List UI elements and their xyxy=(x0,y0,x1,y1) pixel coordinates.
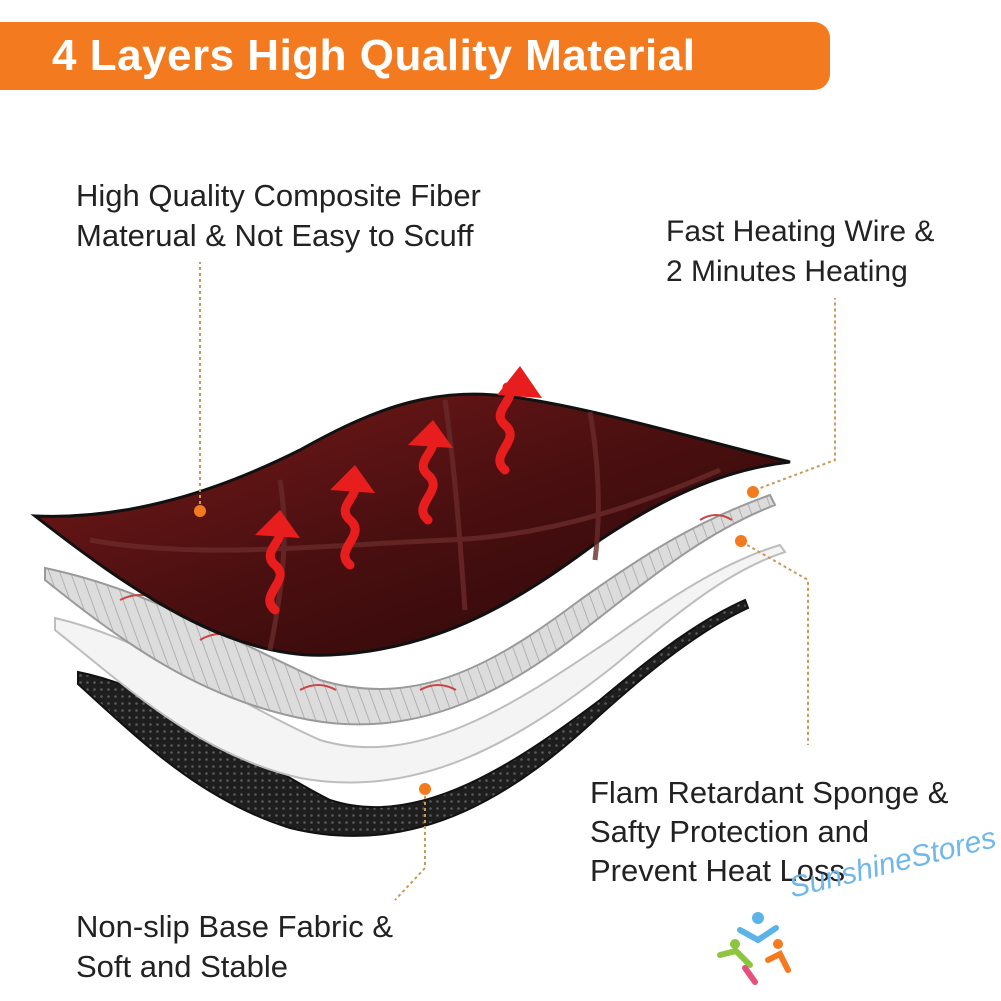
callout-line: Materual & Not Easy to Scuff xyxy=(76,218,474,253)
sunshine-people-logo-icon xyxy=(717,912,791,985)
callout-line: Safty Protection and xyxy=(590,814,870,849)
top-fiber-layer xyxy=(30,392,791,657)
callout-line: 2 Minutes Heating xyxy=(666,255,908,288)
callout-line: Prevent Heat Loss xyxy=(590,853,846,888)
callout-line: High Quality Composite Fiber xyxy=(76,178,481,213)
callout-heating-wire: Fast Heating Wire & 2 Minutes Heating xyxy=(666,212,934,292)
banner-title: 4 Layers High Quality Material xyxy=(52,31,696,80)
callout-line: Fast Heating Wire & xyxy=(666,215,935,248)
callout-line: Flam Retardant Sponge & xyxy=(590,775,949,810)
sponge-layer xyxy=(54,543,787,784)
title-banner: 4 Layers High Quality Material xyxy=(0,22,830,90)
heating-wire-layer xyxy=(44,493,777,726)
callout-top-fiber: High Quality Composite Fiber Materual & … xyxy=(76,176,481,256)
callout-line: Soft and Stable xyxy=(76,949,288,984)
base-fabric-layer xyxy=(77,598,750,837)
callout-line: Non-slip Base Fabric & xyxy=(76,909,394,944)
callout-sponge: Flam Retardant Sponge & Safty Protection… xyxy=(590,773,948,890)
heat-wave-arrow-icon xyxy=(265,382,515,615)
callout-base-fabric: Non-slip Base Fabric & Soft and Stable xyxy=(76,907,393,987)
